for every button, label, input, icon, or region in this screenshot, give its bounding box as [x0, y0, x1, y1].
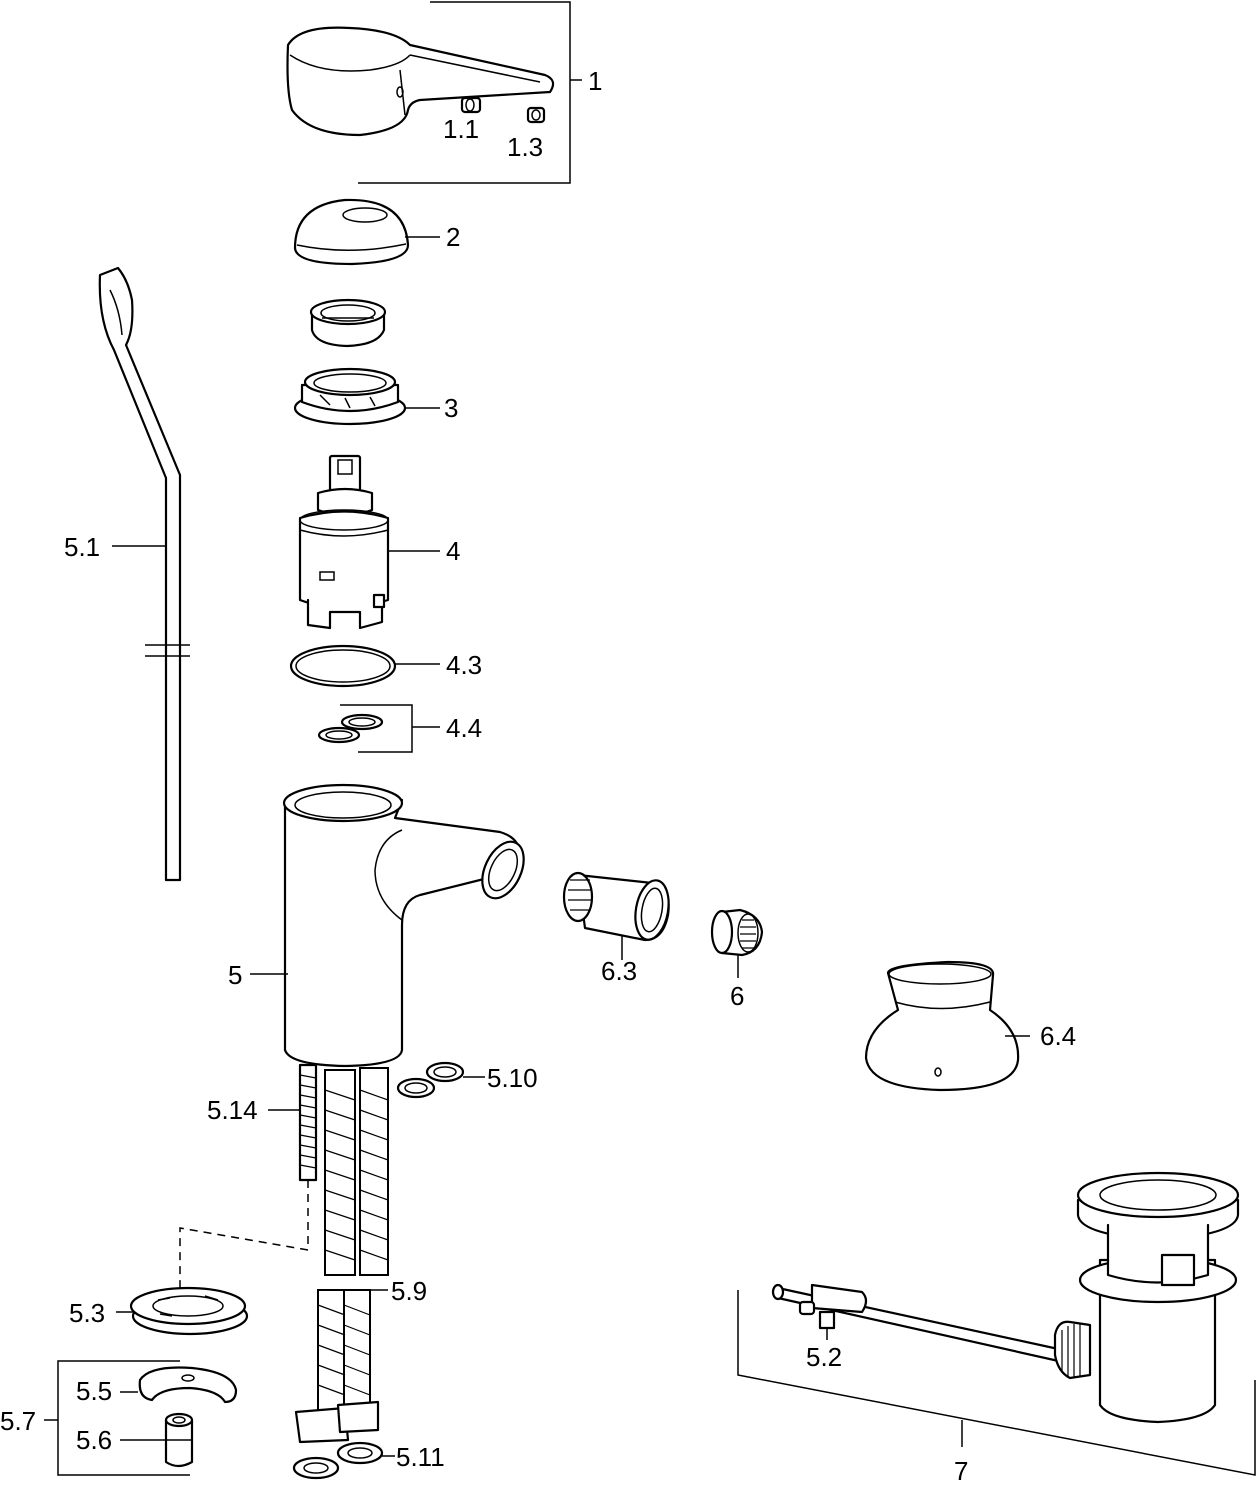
- part-1-1-grub-screw: [460, 96, 482, 114]
- label-1-3: 1.3: [507, 132, 543, 162]
- label-5: 5: [228, 960, 242, 990]
- part-5-mixer-body: [282, 783, 525, 1068]
- part-5-10-seals: [396, 1061, 465, 1099]
- label-5-7: 5.7: [0, 1406, 36, 1436]
- part-6-3-spout-extension: [562, 871, 670, 942]
- part-5-9-hoses: [294, 1067, 389, 1444]
- part-7-bracket: [737, 1290, 1256, 1476]
- part-4-3-o-ring: [289, 644, 397, 688]
- label-2: 2: [446, 222, 460, 252]
- part-5-14-threaded-rod: [298, 1063, 318, 1182]
- part-5-6-nut: [164, 1412, 194, 1468]
- label-5-10: 5.10: [487, 1063, 538, 1093]
- part-4-4-seals: [317, 713, 384, 744]
- part-3-cartridge-ring: [293, 367, 407, 426]
- part-5-5-horseshoe-washer: [138, 1366, 238, 1404]
- label-1-1: 1.1: [443, 114, 479, 144]
- label-5-11: 5.11: [396, 1442, 445, 1472]
- label-5-1: 5.1: [64, 532, 100, 562]
- part-5-11-seals: [292, 1441, 384, 1480]
- part-4-cartridge: [298, 454, 390, 630]
- part-4-4-bracket: [340, 704, 413, 753]
- part-6-4-spout-cover: [864, 960, 1020, 1092]
- part-5-3-mounting-plate: [129, 1286, 249, 1336]
- assembly-dash-line: [179, 1180, 309, 1290]
- part-5-7-bracket: [57, 1360, 190, 1476]
- label-6-3: 6.3: [601, 956, 637, 986]
- label-6: 6: [730, 981, 744, 1011]
- label-5-6: 5.6: [76, 1425, 112, 1455]
- label-4-3: 4.3: [446, 650, 482, 680]
- part-2-cover-cap: [293, 198, 410, 266]
- label-5-2: 5.2: [806, 1342, 842, 1372]
- retaining-nut: [309, 298, 387, 348]
- part-1-bracket: [358, 1, 571, 184]
- part-7-pop-up-waste: [771, 1171, 1240, 1424]
- part-1-lever-handle: [286, 26, 555, 137]
- part-5-1-lift-rod: [98, 266, 190, 882]
- label-4-4: 4.4: [446, 713, 482, 743]
- part-1-3-set-screw: [526, 106, 546, 124]
- label-4: 4: [446, 536, 460, 566]
- part-6-aerator: [710, 908, 764, 957]
- label-5-5: 5.5: [76, 1376, 112, 1406]
- label-5-14: 5.14: [207, 1095, 258, 1125]
- label-1: 1: [588, 66, 602, 96]
- label-6-4: 6.4: [1040, 1021, 1076, 1051]
- label-5-3: 5.3: [69, 1298, 105, 1328]
- label-7: 7: [954, 1456, 968, 1485]
- label-5-9: 5.9: [391, 1276, 427, 1306]
- label-3: 3: [444, 393, 458, 423]
